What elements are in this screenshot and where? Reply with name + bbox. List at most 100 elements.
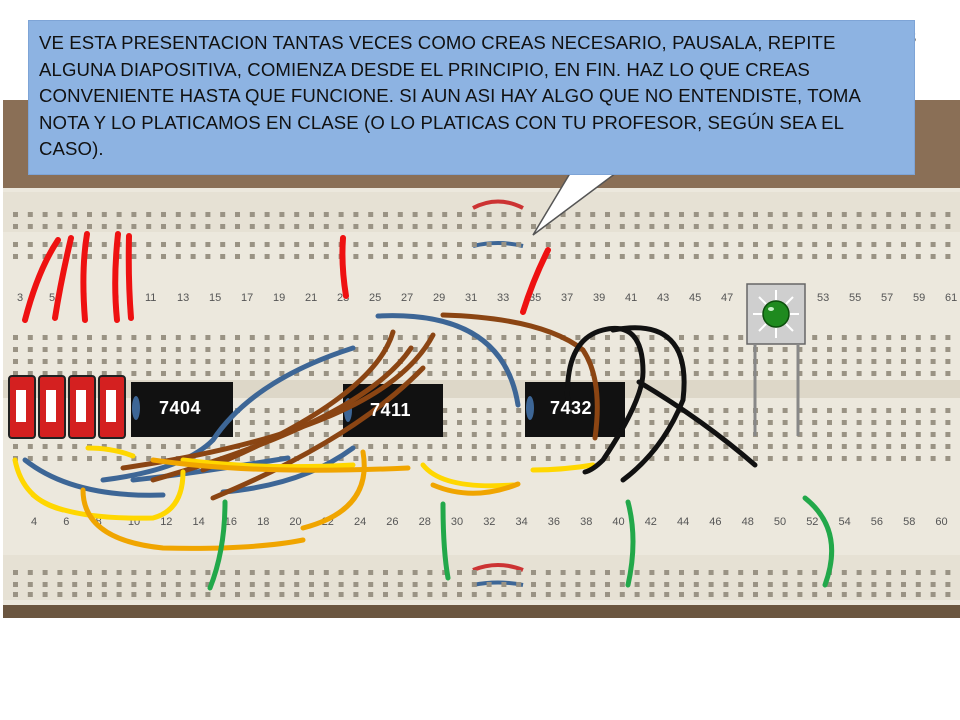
hole [368,570,374,575]
hole [175,570,181,575]
hole [738,420,744,425]
hole [353,582,359,587]
hole [649,224,655,229]
row-number-label: 19 [273,292,285,304]
hole [753,456,758,461]
hole [871,582,877,587]
orange-wires [80,449,521,551]
hole [708,359,714,364]
chip-7404-notch [132,396,140,420]
hole [590,359,596,364]
hole [279,224,285,229]
hole [87,582,92,587]
hole [886,420,892,425]
row-number-label: 50 [774,516,786,528]
hole [486,347,492,352]
hole [516,212,522,217]
hole [664,359,670,364]
hole [723,408,729,413]
hole [161,456,166,461]
hole [57,242,63,247]
hole [264,347,270,352]
hole [353,456,359,461]
hole [649,347,655,352]
hole [945,254,951,259]
hole [634,242,640,247]
hole [723,359,729,364]
row-number-label: 37 [561,292,573,304]
hole [930,347,936,352]
hole [871,570,877,575]
hole [945,456,951,461]
hole [693,335,699,340]
hole [471,224,477,229]
hole [856,456,862,461]
hole [560,254,566,259]
hole [161,347,166,352]
hole [738,254,744,259]
hole [649,359,655,364]
hole [797,582,803,587]
hole [27,212,33,217]
hole [605,456,610,461]
hole [649,335,655,340]
hole [146,444,152,449]
hole [235,420,240,425]
hole [886,582,892,587]
hole [87,212,92,217]
hole [753,212,758,217]
hole [427,570,433,575]
hole [57,444,63,449]
hole [738,444,744,449]
center-channel [3,380,960,398]
hole [945,212,951,217]
hole [116,456,122,461]
row-number-label: 35 [529,292,541,304]
hole [457,224,462,229]
hole [13,212,18,217]
row-number-label: 58 [903,516,915,528]
hole [915,420,921,425]
hole [841,582,847,587]
hole [782,254,788,259]
hole [131,371,137,376]
hole [427,592,433,597]
hole [812,347,818,352]
hole [516,359,522,364]
hole [190,347,196,352]
hole [442,335,448,340]
row-number-label: 8 [96,516,102,528]
row-number-label: 17 [241,292,253,304]
hole [767,408,773,413]
hole [545,212,551,217]
hole [264,592,270,597]
hole [841,570,847,575]
hole [797,242,803,247]
hole [827,224,832,229]
hole [634,444,640,449]
hole [309,224,314,229]
hole [767,359,773,364]
hole [575,254,581,259]
hole [13,582,18,587]
hole [797,347,803,352]
hole [264,371,270,376]
hole [531,254,536,259]
hole [841,420,847,425]
hole [871,408,877,413]
hole [871,420,877,425]
hole [590,456,596,461]
hole [619,582,625,587]
hole [664,570,670,575]
hole [72,335,78,340]
hole [442,408,448,413]
hole [664,456,670,461]
hole [575,335,581,340]
hole [605,242,610,247]
hole [575,212,581,217]
hole [175,582,181,587]
hole [249,212,255,217]
hole [457,432,462,437]
hole [87,347,92,352]
hole [27,582,33,587]
